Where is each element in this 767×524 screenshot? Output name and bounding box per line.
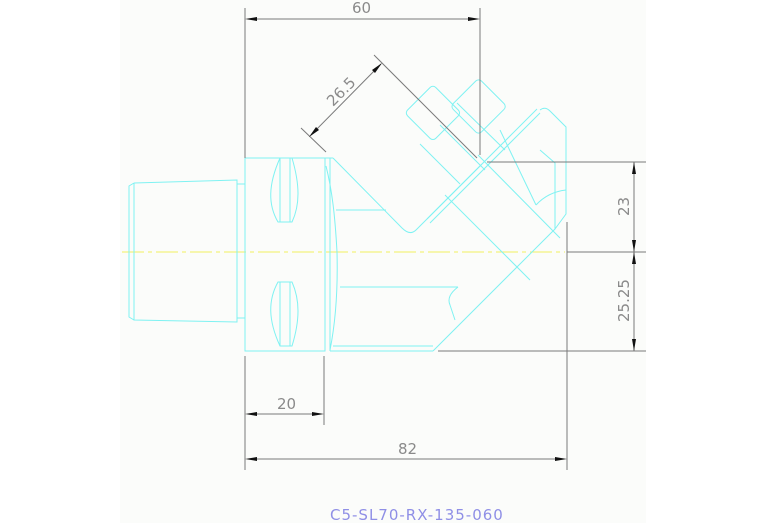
drawing-canvas	[120, 0, 646, 523]
part-number-label: C5-SL70-RX-135-060	[330, 506, 504, 524]
shank	[128, 179, 246, 323]
dim-label-82: 82	[398, 440, 417, 458]
dim-label-60: 60	[352, 0, 371, 17]
neck	[325, 157, 458, 352]
flange-body	[244, 157, 331, 352]
dim-label-26-5: 26.5	[323, 73, 359, 109]
dimension-bottom: 20 82	[244, 356, 567, 470]
clamp-screws	[405, 79, 506, 185]
dimension-overall-top: 60	[244, 0, 481, 158]
dimension-angled: 26.5	[300, 54, 478, 159]
angled-head	[332, 107, 567, 352]
dim-label-20: 20	[277, 395, 296, 413]
dimension-right-vertical: 23 25.25	[438, 161, 646, 470]
dim-label-25-25: 25.25	[615, 279, 633, 322]
dim-label-23: 23	[615, 197, 633, 216]
